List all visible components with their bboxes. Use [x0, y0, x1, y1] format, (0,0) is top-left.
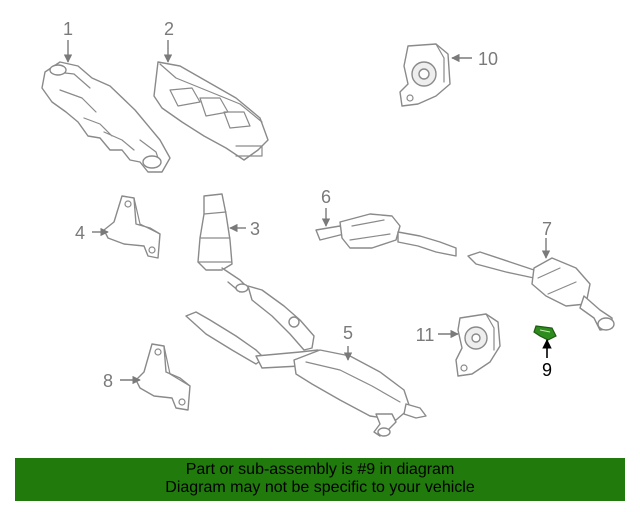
- callout-11: 11: [416, 325, 435, 345]
- callout-1: 1: [63, 19, 73, 39]
- callout-3: 3: [250, 219, 260, 239]
- banner-line-1: Part or sub-assembly is #9 in diagram: [185, 461, 455, 478]
- callout-2: 2: [164, 19, 174, 39]
- part-4-bracket[interactable]: [103, 195, 161, 259]
- callout-9: 9: [542, 360, 552, 380]
- part-2-heat-shield[interactable]: [153, 61, 269, 161]
- part-6-resonator-assembly[interactable]: [315, 213, 457, 257]
- part-9-clamp-highlighted[interactable]: [533, 325, 557, 341]
- part-7-rear-muffler[interactable]: [467, 251, 615, 331]
- callout-5: 5: [343, 323, 353, 343]
- callout-10: 10: [478, 49, 498, 69]
- callout-7: 7: [542, 219, 552, 239]
- callout-leaders: [63, 40, 552, 385]
- callout-8: 8: [103, 371, 113, 391]
- callout-4: 4: [75, 223, 85, 243]
- part-1-exhaust-manifold[interactable]: [41, 61, 171, 173]
- callout-6: 6: [321, 187, 331, 207]
- part-8-bracket[interactable]: [135, 343, 191, 411]
- part-10-insulator-mount[interactable]: [399, 43, 451, 107]
- selected-part-banner: Part or sub-assembly is #9 in diagram Di…: [15, 458, 625, 501]
- part-5-muffler-pipe[interactable]: [185, 285, 427, 437]
- part-3-catalytic-converter[interactable]: [197, 193, 249, 293]
- part-11-insulator-mount[interactable]: [455, 313, 501, 377]
- callout-numbers: 1 2 3 4 5 6 7 8 9 10 11: [63, 19, 552, 391]
- banner-line-2: Diagram may not be specific to your vehi…: [165, 479, 475, 496]
